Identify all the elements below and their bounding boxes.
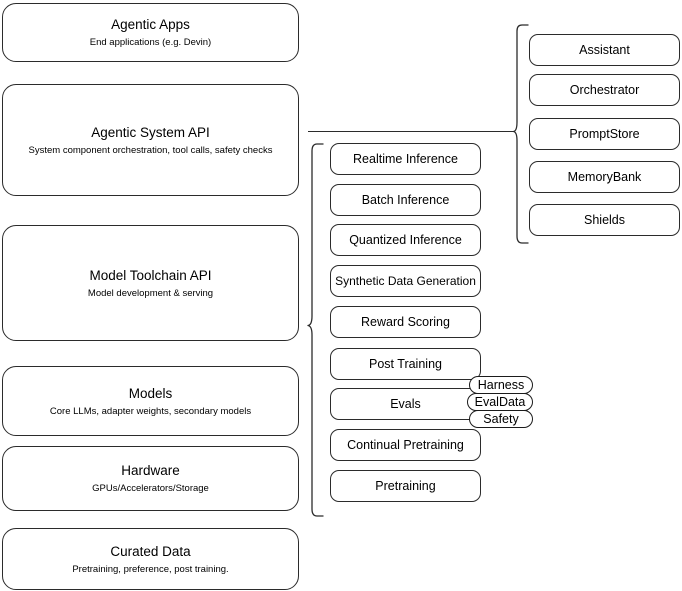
capability-post-training[interactable]: Post Training (330, 348, 481, 380)
layer-title: Model Toolchain API (89, 267, 212, 283)
capability-continual-pretraining[interactable]: Continual Pretraining (330, 429, 481, 461)
evals-subcomponent-evaldata[interactable]: EvalData (467, 393, 533, 411)
layer-curated-data[interactable]: Curated Data Pretraining, preference, po… (2, 528, 299, 590)
evals-subcomponent-safety[interactable]: Safety (469, 410, 533, 428)
component-orchestrator[interactable]: Orchestrator (529, 74, 680, 106)
layer-subtitle: System component orchestration, tool cal… (28, 144, 273, 156)
component-memorybank[interactable]: MemoryBank (529, 161, 680, 193)
layer-title: Agentic System API (91, 124, 210, 140)
evals-subcomponent-harness[interactable]: Harness (469, 376, 533, 394)
capability-evals[interactable]: Evals (330, 388, 481, 420)
layer-subtitle: Core LLMs, adapter weights, secondary mo… (49, 405, 252, 417)
layer-subtitle: Model development & serving (87, 287, 214, 299)
layer-subtitle: End applications (e.g. Devin) (89, 37, 212, 48)
capability-batch-inference[interactable]: Batch Inference (330, 184, 481, 216)
capability-realtime-inference[interactable]: Realtime Inference (330, 143, 481, 175)
component-assistant[interactable]: Assistant (529, 34, 680, 66)
layer-title: Hardware (121, 463, 180, 478)
layer-agentic-system-api[interactable]: Agentic System API System component orch… (2, 84, 299, 196)
brace-toolchain-capabilities (307, 143, 324, 517)
brace-agentic-system-components (512, 24, 529, 244)
layer-hardware[interactable]: Hardware GPUs/Accelerators/Storage (2, 446, 299, 511)
layer-subtitle: GPUs/Accelerators/Storage (92, 483, 209, 494)
layer-model-toolchain-api[interactable]: Model Toolchain API Model development & … (2, 225, 299, 341)
component-shields[interactable]: Shields (529, 204, 680, 236)
layer-models[interactable]: Models Core LLMs, adapter weights, secon… (2, 366, 299, 436)
capability-quantized-inference[interactable]: Quantized Inference (330, 224, 481, 256)
capability-synthetic-data-generation[interactable]: Synthetic Data Generation (330, 265, 481, 297)
component-promptstore[interactable]: PromptStore (529, 118, 680, 150)
capability-reward-scoring[interactable]: Reward Scoring (330, 306, 481, 338)
connector-agentic-system-api-to-components (308, 131, 515, 133)
capability-pretraining[interactable]: Pretraining (330, 470, 481, 502)
layer-title: Models (128, 385, 173, 401)
layer-agentic-apps[interactable]: Agentic Apps End applications (e.g. Devi… (2, 3, 299, 62)
layer-subtitle: Pretraining, preference, post training. (72, 563, 229, 575)
layer-title: Curated Data (110, 543, 191, 559)
layer-title: Agentic Apps (111, 17, 190, 32)
